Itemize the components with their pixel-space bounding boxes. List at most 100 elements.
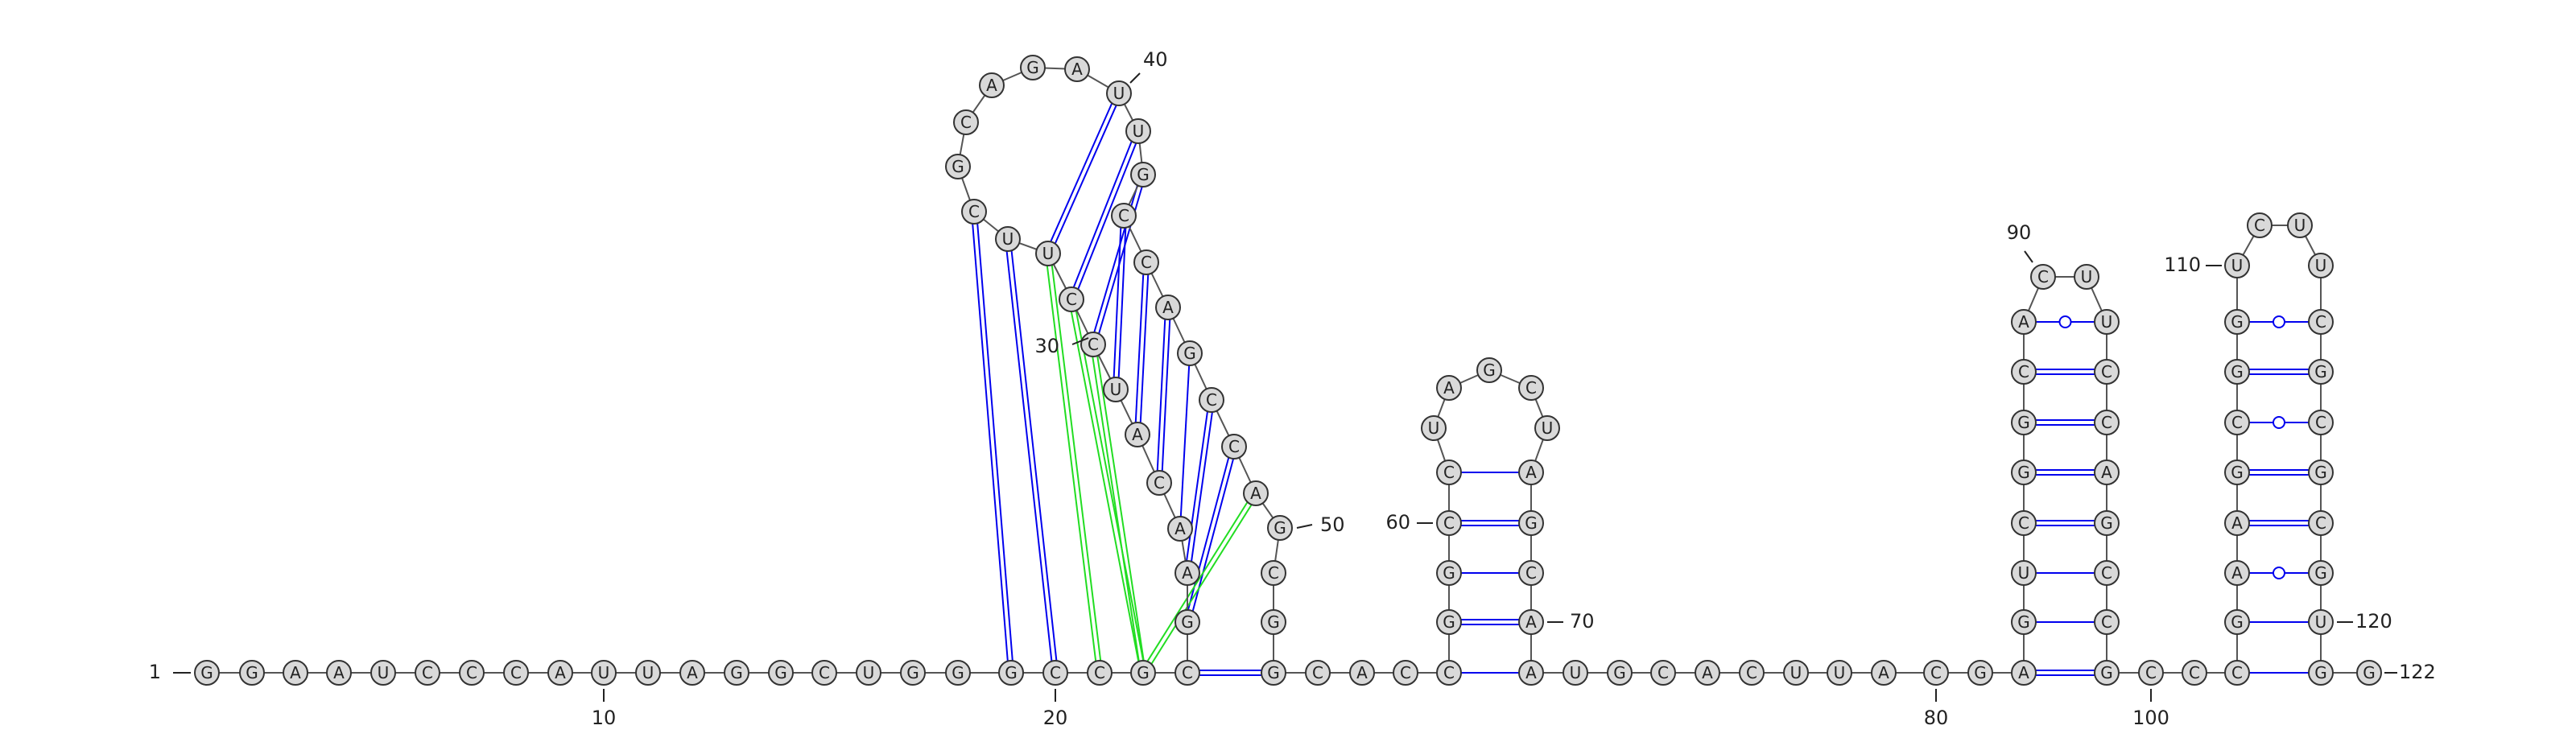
nucleotide-letter: G: [2231, 612, 2244, 632]
base-pair: [1113, 227, 1127, 378]
nucleotide-letter: A: [1878, 663, 1889, 682]
nucleotide-letter: G: [2314, 463, 2327, 482]
nucleotide: A: [1695, 660, 1720, 686]
nucleotide-circle: [1130, 162, 1156, 188]
pair-line: [1161, 319, 1171, 472]
pair-line: [1139, 274, 1150, 423]
nucleotide: G: [2308, 359, 2334, 385]
nucleotide-letter: U: [1542, 418, 1554, 438]
nucleotide: C: [2224, 410, 2250, 435]
nucleotide: U: [635, 660, 661, 686]
nucleotide-letter: C: [422, 663, 433, 682]
nucleotide: C: [503, 660, 529, 686]
nucleotide-circle: [194, 660, 220, 686]
nucleotide: C: [2138, 660, 2164, 686]
nucleotide-letter: C: [2189, 663, 2200, 682]
nucleotide-circle: [503, 660, 529, 686]
nucleotide-circle: [953, 109, 979, 135]
nucleotide-letter: G: [2017, 463, 2030, 482]
nucleotide: G: [1436, 609, 1462, 635]
pair-line: [1005, 251, 1053, 662]
nucleotide: U: [2074, 264, 2099, 290]
nucleotide-circle: [856, 660, 881, 686]
nucleotide-letter: A: [2018, 312, 2029, 332]
nucleotide: C: [1436, 510, 1462, 536]
nucleotide-letter: U: [2018, 563, 2030, 583]
nucleotide-circle: [945, 154, 971, 179]
nucleotide-letter: A: [555, 663, 566, 682]
nucleotide-letter: A: [1182, 563, 1193, 583]
nucleotide-circle: [635, 660, 661, 686]
nucleotide: C: [2011, 510, 2037, 536]
nucleotide-circle: [2094, 510, 2120, 536]
nucleotide-letter: G: [2314, 663, 2327, 682]
nucleotide: U: [2308, 253, 2334, 278]
nucleotide: C: [1923, 660, 1949, 686]
nucleotide-letter: G: [246, 663, 258, 682]
nucleotide-circle: [1125, 118, 1151, 144]
index-tick: [1296, 524, 1313, 529]
nucleotide-letter: U: [378, 663, 390, 682]
base-pair: [2036, 419, 2095, 426]
base-pair: [2036, 520, 2095, 526]
nucleotide-letter: C: [1228, 437, 1240, 456]
nucleotide-circle: [2011, 510, 2037, 536]
nucleotide: U: [1125, 118, 1151, 144]
nucleotide-letter: G: [2314, 563, 2327, 583]
nucleotide: C: [1650, 660, 1676, 686]
pair-line: [1150, 504, 1253, 665]
nucleotide-circle: [1111, 203, 1137, 229]
nucleotide-letter: G: [1443, 612, 1455, 632]
base-pair-layer: [972, 103, 2309, 676]
nucleotide-letter: G: [730, 663, 743, 682]
base-pair: [1179, 365, 1191, 517]
nucleotide-letter: A: [2018, 663, 2029, 682]
nucleotide-letter: G: [952, 663, 964, 682]
nucleotide-circle: [1064, 56, 1090, 82]
nucleotide-letter: U: [1042, 244, 1055, 263]
nucleotide-circle: [1739, 660, 1765, 686]
nucleotide: G: [2011, 410, 2037, 435]
nucleotide-letter: U: [2101, 312, 2113, 332]
nucleotide-letter: C: [960, 113, 972, 132]
nucleotide: G: [2094, 660, 2120, 686]
nucleotide-circle: [2224, 410, 2250, 435]
nucleotide: U: [1106, 80, 1132, 106]
nucleotide: C: [1080, 332, 1106, 357]
nucleotide: G: [2356, 660, 2382, 686]
nucleotide-circle: [998, 660, 1024, 686]
nucleotide-circle: [2308, 309, 2334, 335]
nucleotide-letter: A: [1443, 378, 1455, 398]
nucleotide: A: [979, 72, 1005, 98]
nucleotide: C: [2094, 359, 2120, 385]
nucleotide: G: [1020, 55, 1046, 80]
nucleotide-circle: [1923, 660, 1949, 686]
nucleotide-letter: C: [1094, 663, 1105, 682]
nucleotide-letter: C: [1088, 335, 1099, 354]
nucleotide-letter: G: [2017, 413, 2030, 432]
pair-line: [1191, 412, 1213, 562]
nucleotide-circle: [2308, 460, 2334, 485]
nucleotide-circle: [2224, 253, 2250, 278]
nucleotide: U: [1563, 660, 1588, 686]
nucleotide-letter: C: [2101, 563, 2112, 583]
nucleotide-letter: A: [1525, 463, 1537, 482]
nucleotide: C: [415, 660, 440, 686]
nucleotide: U: [1534, 415, 1560, 441]
nucleotide-circle: [239, 660, 265, 686]
nucleotide-circle: [811, 660, 837, 686]
nucleotide-circle: [1827, 660, 1852, 686]
nucleotide-letter: G: [1267, 612, 1280, 632]
nucleotide: C: [811, 660, 837, 686]
nucleotide: G: [2224, 309, 2250, 335]
nucleotide: A: [1518, 460, 1544, 485]
nucleotide-circle: [1518, 375, 1544, 401]
nucleotide: C: [2308, 309, 2334, 335]
nucleotide-circle: [1436, 560, 1462, 586]
nucleotide-circle: [2308, 660, 2334, 686]
nucleotide-circle: [1020, 55, 1046, 80]
nucleotide-circle: [1103, 377, 1129, 402]
nucleotide: C: [1042, 660, 1068, 686]
base-pair: [1146, 501, 1253, 665]
nucleotide-letter: A: [986, 76, 997, 95]
